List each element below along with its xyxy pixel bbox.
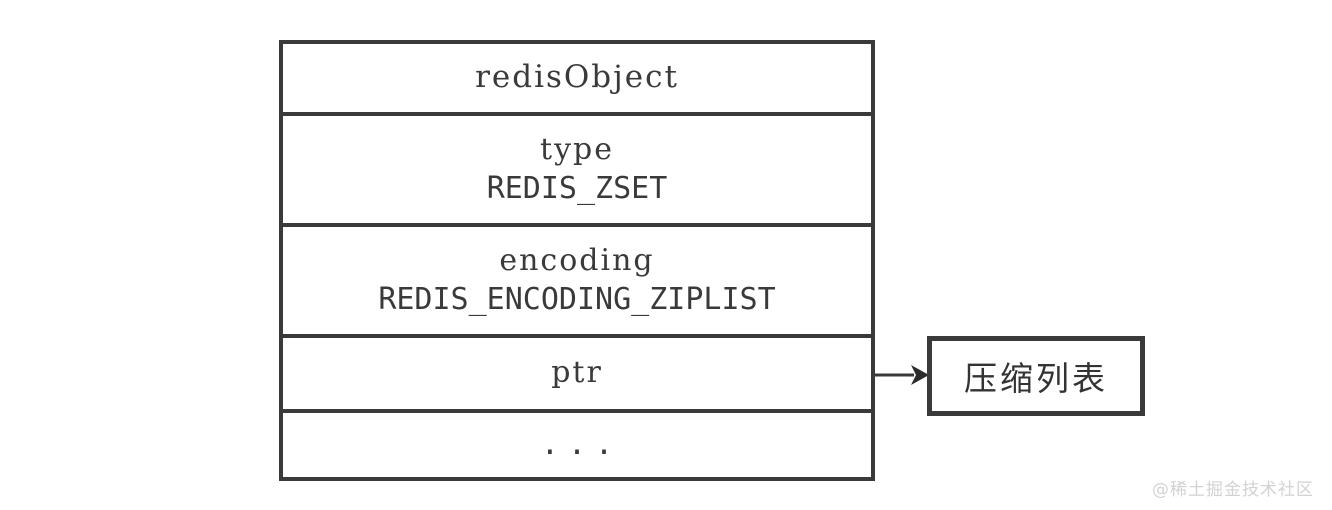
arrow-right-icon bbox=[873, 365, 929, 385]
watermark-label: @稀土掘金技术社区 bbox=[1152, 480, 1314, 500]
struct-row-title: redisObject bbox=[283, 44, 871, 117]
struct-row-ptr: ptr bbox=[283, 338, 871, 413]
redis-object-struct-box: redisObject type REDIS_ZSET encoding RED… bbox=[279, 40, 875, 481]
field-name-encoding: encoding bbox=[499, 243, 655, 279]
field-value-encoding: REDIS_ENCODING_ZIPLIST bbox=[378, 281, 776, 317]
field-name-type: type bbox=[540, 132, 614, 168]
ziplist-label: 压缩列表 bbox=[964, 359, 1108, 398]
ellipsis-label: ... bbox=[540, 426, 623, 462]
field-name-ptr: ptr bbox=[551, 355, 603, 391]
struct-row-encoding: encoding REDIS_ENCODING_ZIPLIST bbox=[283, 227, 871, 339]
field-value-type: REDIS_ZSET bbox=[486, 170, 668, 206]
struct-row-type: type REDIS_ZSET bbox=[283, 116, 871, 228]
struct-row-ellipsis: ... bbox=[283, 412, 871, 477]
struct-title-label: redisObject bbox=[475, 59, 679, 96]
ziplist-target-box: 压缩列表 bbox=[927, 336, 1145, 416]
